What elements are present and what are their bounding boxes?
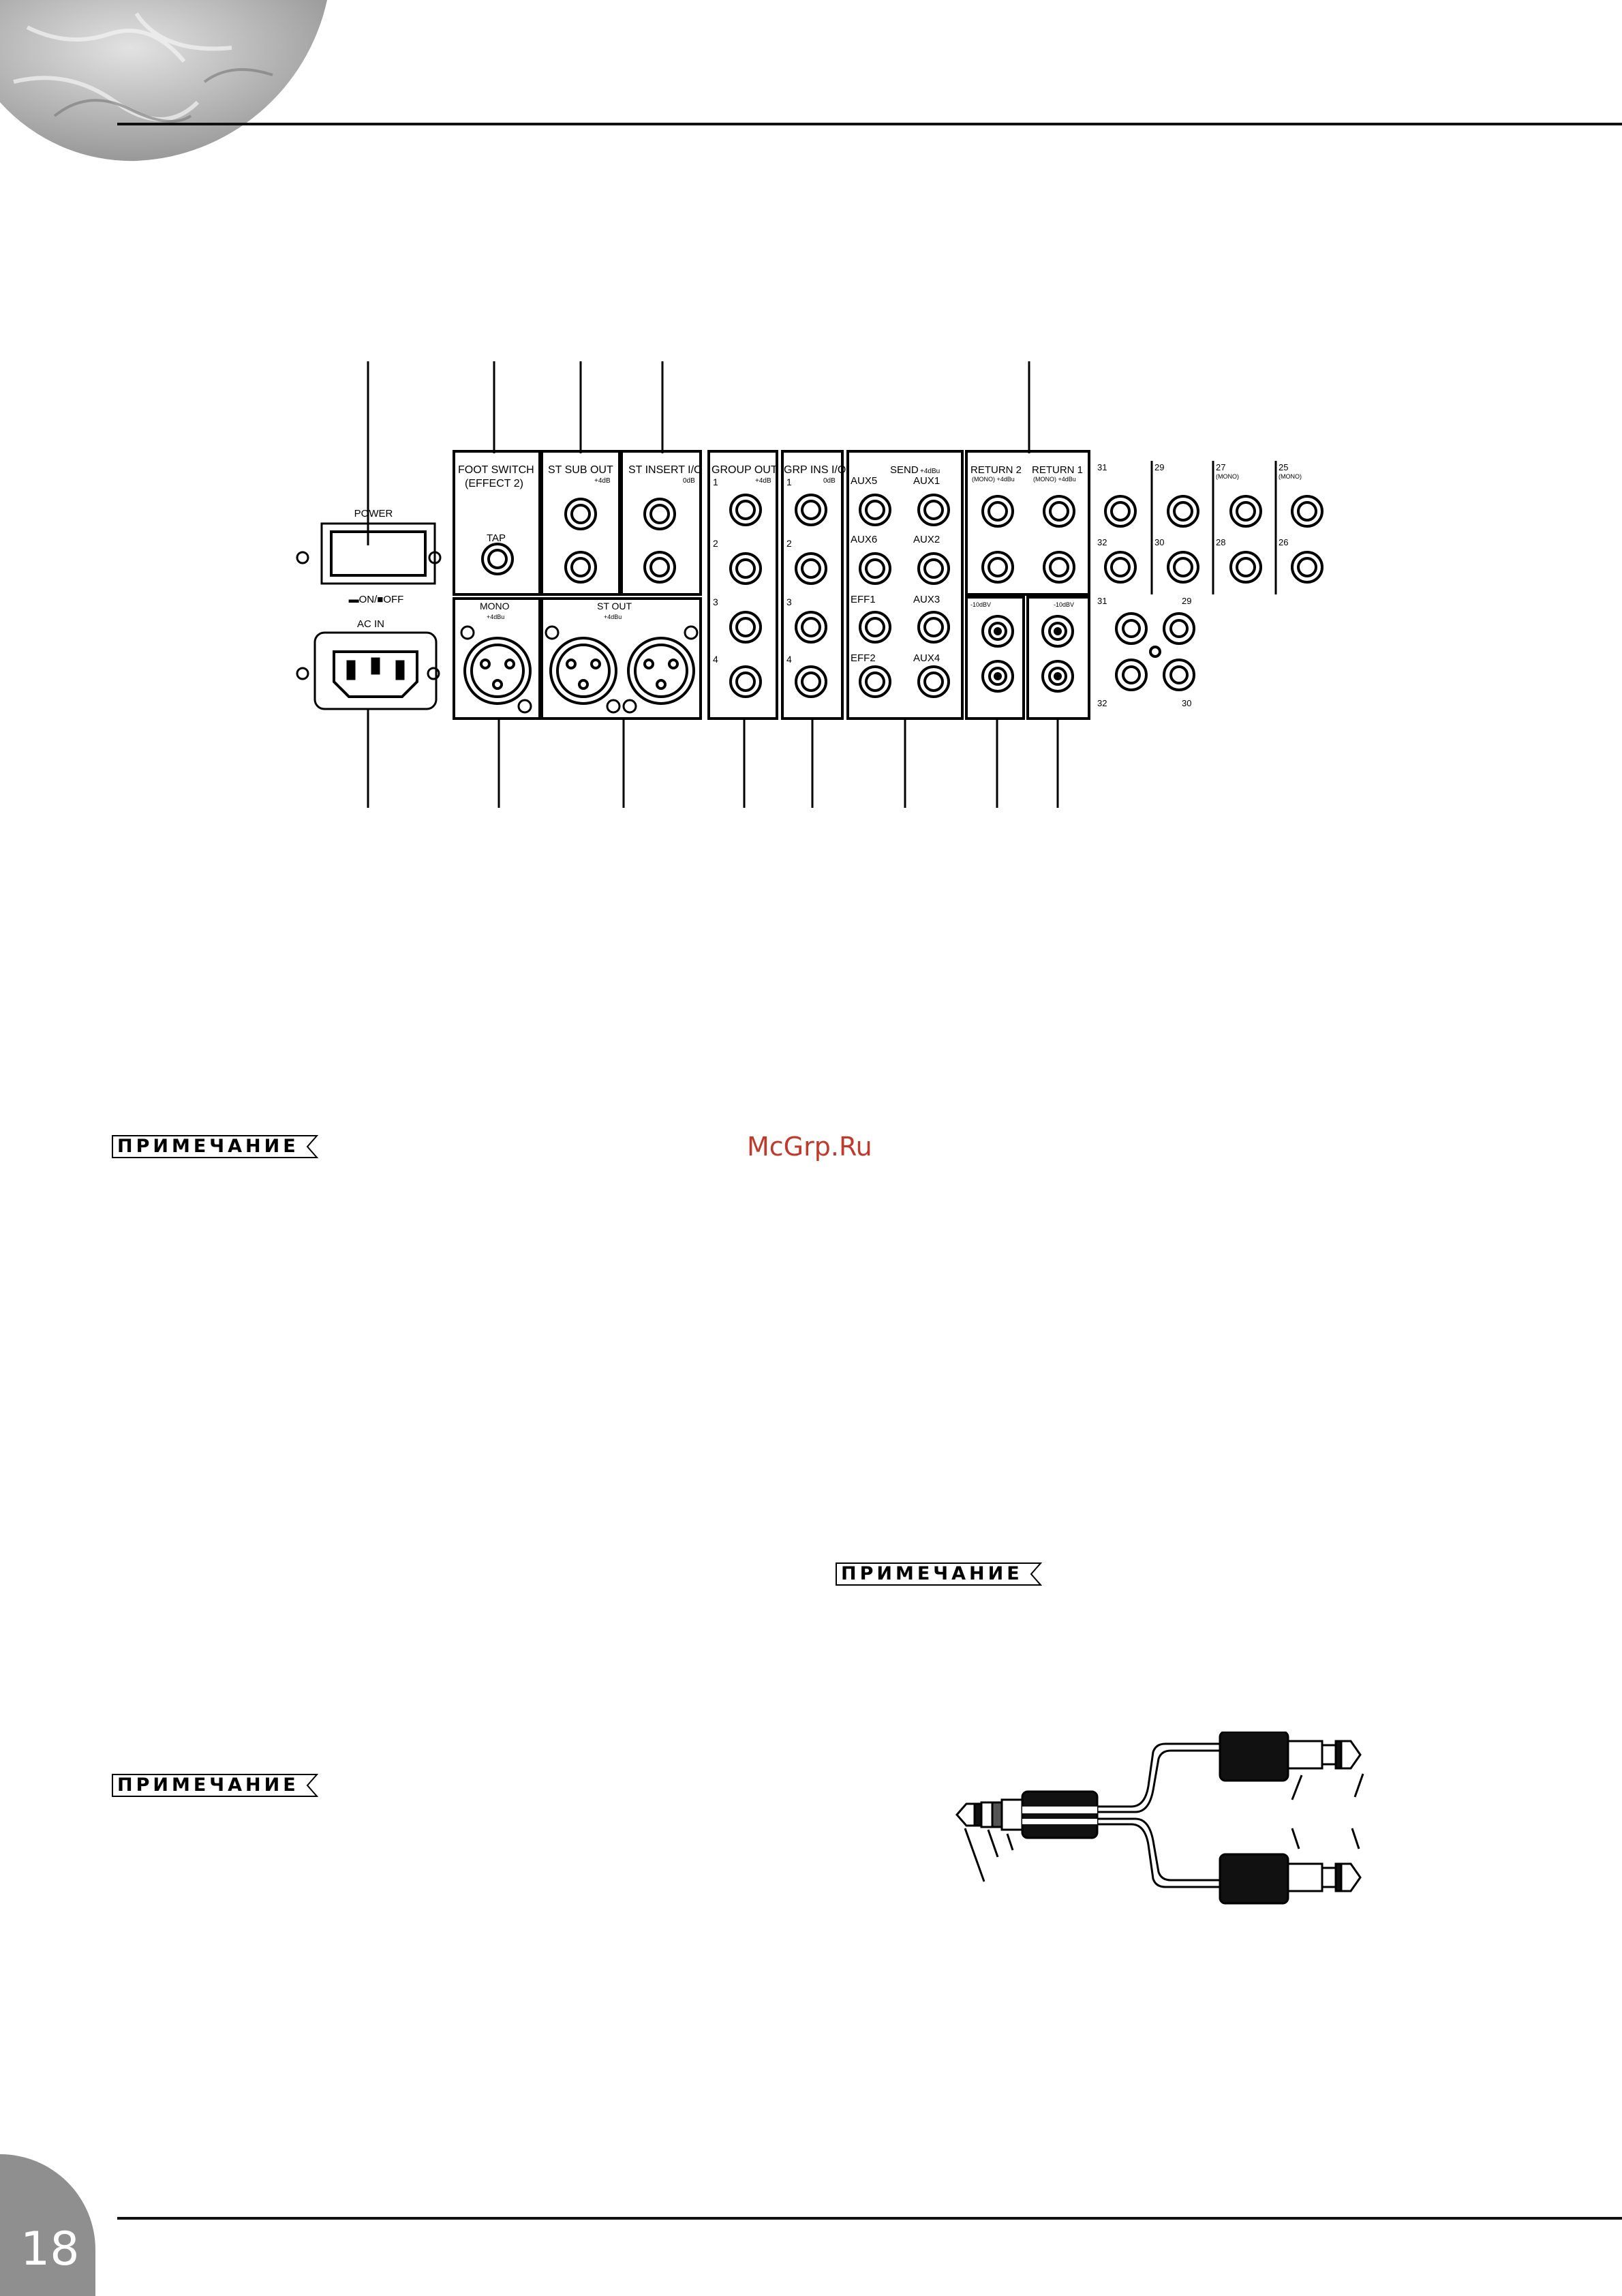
- grp-ins-label: GRP INS I/O: [784, 464, 846, 476]
- st-insert-label: ST INSERT I/O: [628, 464, 702, 476]
- svg-text:AUX1: AUX1: [913, 475, 940, 487]
- svg-text:AUX4: AUX4: [913, 652, 940, 664]
- send-level: +4dBu: [920, 468, 940, 475]
- svg-text:AUX3: AUX3: [913, 594, 940, 605]
- svg-text:26: 26: [1279, 537, 1288, 547]
- svg-text:(MONO) +4dBu: (MONO) +4dBu: [1033, 476, 1076, 483]
- svg-text:-10dBV: -10dBV: [1054, 601, 1074, 608]
- svg-text:2: 2: [786, 538, 792, 549]
- svg-text:25: 25: [1279, 462, 1288, 472]
- svg-text:32: 32: [1097, 698, 1107, 708]
- mono-label: MONO: [480, 601, 510, 611]
- svg-text:+4dBu: +4dBu: [487, 614, 504, 620]
- corner-texture: [0, 0, 327, 162]
- note-label: ПРИМЕЧАНИЕ: [112, 1774, 303, 1797]
- svg-text:1: 1: [713, 477, 718, 487]
- svg-text:32: 32: [1097, 537, 1107, 547]
- send-label: SEND: [890, 464, 919, 476]
- svg-text:-10dBV: -10dBV: [970, 601, 991, 608]
- rear-panel-diagram: POWER ▬ON/■OFF AC IN FOOT SWITCH (EFFECT…: [296, 361, 1323, 808]
- note-tag-1: ПРИМЕЧАНИЕ: [112, 1135, 318, 1158]
- svg-text:(MONO): (MONO): [1279, 473, 1302, 480]
- jacks: [460, 461, 1323, 714]
- grp-ins-level: 0dB: [823, 477, 836, 485]
- svg-text:+4dBu: +4dBu: [604, 614, 622, 620]
- svg-text:31: 31: [1097, 596, 1107, 606]
- svg-text:29: 29: [1154, 462, 1164, 472]
- group-out-label: GROUP OUT: [711, 464, 778, 476]
- svg-text:30: 30: [1182, 698, 1191, 708]
- svg-text:EFF1: EFF1: [851, 594, 876, 605]
- watermark: McGrp.Ru: [747, 1132, 872, 1162]
- header-rule: [117, 123, 1622, 125]
- power-label: POWER: [354, 508, 393, 519]
- foot-switch-label: FOOT SWITCH: [458, 464, 534, 476]
- note-label: ПРИМЕЧАНИЕ: [112, 1135, 303, 1158]
- svg-text:AUX5: AUX5: [851, 475, 877, 487]
- svg-text:AUX2: AUX2: [913, 534, 940, 545]
- svg-text:(MONO): (MONO): [1216, 473, 1239, 480]
- svg-text:4: 4: [786, 654, 792, 665]
- tap-label: TAP: [487, 532, 506, 544]
- group-out-level: +4dB: [755, 477, 771, 485]
- svg-text:EFF2: EFF2: [851, 652, 876, 664]
- svg-text:28: 28: [1216, 537, 1225, 547]
- page-number-disc: [0, 2154, 95, 2296]
- svg-text:2: 2: [713, 538, 718, 549]
- power-switch: [296, 522, 442, 585]
- svg-text:RETURN 2: RETURN 2: [970, 464, 1022, 476]
- st-insert-level: 0dB: [683, 477, 695, 485]
- svg-text:1: 1: [786, 477, 792, 487]
- svg-text:27: 27: [1216, 462, 1225, 472]
- svg-text:3: 3: [786, 596, 792, 607]
- y-cable-diagram: [955, 1732, 1364, 1905]
- footer-rule: [117, 2217, 1622, 2220]
- svg-text:(MONO) +4dBu: (MONO) +4dBu: [972, 476, 1015, 483]
- foot-switch-effect: (EFFECT 2): [465, 478, 523, 489]
- svg-text:31: 31: [1097, 462, 1107, 472]
- svg-text:29: 29: [1182, 596, 1191, 606]
- svg-text:30: 30: [1154, 537, 1164, 547]
- svg-text:AUX6: AUX6: [851, 534, 877, 545]
- st-sub-out-label: ST SUB OUT: [548, 464, 613, 476]
- svg-text:RETURN 1: RETURN 1: [1032, 464, 1083, 476]
- st-sub-level: +4dB: [594, 477, 611, 485]
- st-out-label: ST OUT: [597, 601, 632, 611]
- ac-inlet: [296, 631, 440, 710]
- svg-text:4: 4: [713, 654, 718, 665]
- power-switch-label: ▬ON/■OFF: [349, 594, 404, 605]
- note-tag-3: ПРИМЕЧАНИЕ: [112, 1774, 318, 1797]
- note-tag-2: ПРИМЕЧАНИЕ: [836, 1562, 1042, 1586]
- page-number: 18: [20, 2222, 80, 2276]
- note-label: ПРИМЕЧАНИЕ: [836, 1562, 1027, 1586]
- svg-text:3: 3: [713, 596, 718, 607]
- ac-in-label: AC IN: [357, 618, 384, 630]
